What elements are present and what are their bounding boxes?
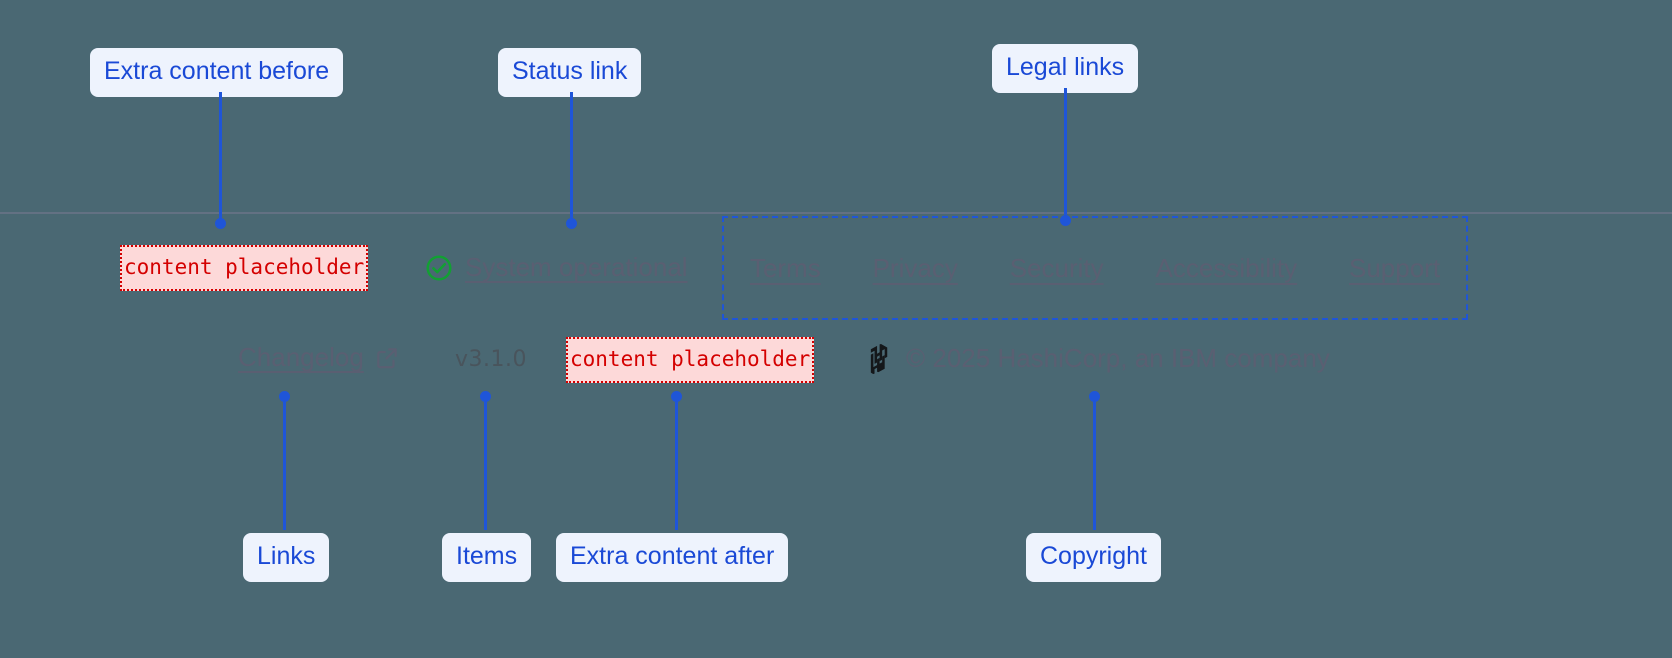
leader-line-legal <box>1064 88 1067 220</box>
leader-dot-extra-after <box>671 391 682 402</box>
leader-dot-items <box>480 391 491 402</box>
leader-line-extra-after <box>675 398 678 530</box>
callout-extra-content-after: Extra content after <box>556 533 789 582</box>
callout-copyright: Copyright <box>1026 533 1161 582</box>
legal-link-support[interactable]: Support <box>1348 252 1441 283</box>
leader-line-links <box>283 398 286 530</box>
changelog-link[interactable]: Changelog <box>238 342 400 373</box>
leader-dot-links <box>279 391 290 402</box>
footer-extra-content-before: content placeholder <box>120 245 369 291</box>
version-item: v3.1.0 <box>455 347 527 372</box>
leader-dot-copyright <box>1089 391 1100 402</box>
section-divider <box>0 212 1672 214</box>
legal-link-accessibility[interactable]: Accessibility <box>1155 252 1298 283</box>
status-link[interactable]: System operational <box>424 252 688 283</box>
copyright: © 2025 HashiCorp, an IBM company <box>868 343 1330 374</box>
extra-content-before-placeholder: content placeholder <box>120 245 369 291</box>
leader-dot-status <box>566 218 577 229</box>
leader-line-items <box>484 398 487 530</box>
extra-content-after-placeholder: content placeholder <box>566 337 815 383</box>
leader-line-status <box>570 92 573 224</box>
callout-legal-links: Legal links <box>992 44 1139 93</box>
legal-link-privacy[interactable]: Privacy <box>872 252 958 283</box>
external-link-icon <box>374 345 400 371</box>
legal-link-security[interactable]: Security <box>1009 252 1104 283</box>
copyright-text: © 2025 HashiCorp, an IBM company <box>906 343 1330 373</box>
callout-links: Links <box>243 533 330 582</box>
callout-extra-content-before: Extra content before <box>90 48 344 97</box>
changelog-label[interactable]: Changelog <box>238 342 364 372</box>
legal-link-terms[interactable]: Terms <box>749 252 821 283</box>
footer-extra-content-after: content placeholder <box>566 337 815 383</box>
callout-items: Items <box>442 533 532 582</box>
leader-line-copyright <box>1093 398 1096 530</box>
hashicorp-logo <box>868 343 894 374</box>
leader-dot-legal <box>1060 215 1071 226</box>
leader-line-extra-before <box>219 92 222 224</box>
legal-links-list: Terms Privacy Security Accessibility Sup… <box>724 253 1466 284</box>
leader-dot-extra-before <box>215 218 226 229</box>
version-label: v3.1.0 <box>455 347 527 372</box>
status-link-label[interactable]: System operational <box>465 252 688 282</box>
check-circle-icon <box>424 253 454 283</box>
callout-status-link: Status link <box>498 48 642 97</box>
legal-links-group: Terms Privacy Security Accessibility Sup… <box>722 216 1468 320</box>
